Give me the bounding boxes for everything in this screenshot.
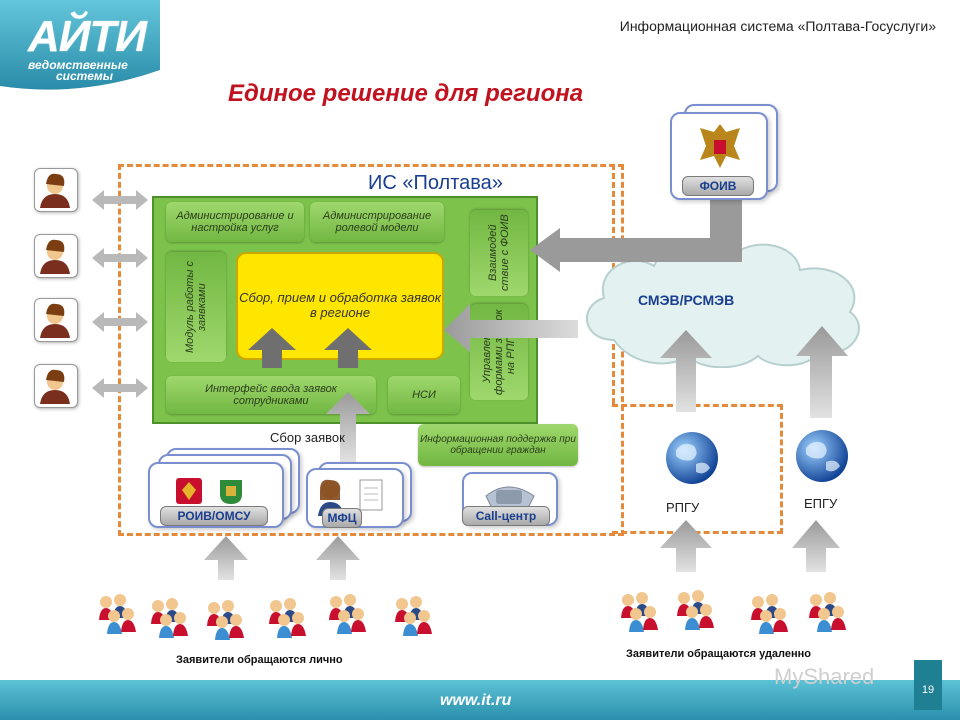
epgu-globe-icon	[796, 430, 848, 482]
phone-icon	[485, 486, 535, 509]
logo-background	[0, 0, 160, 90]
roiv-label: РОИВ/ОМСУ	[160, 506, 268, 526]
is-poltava-title: ИС «Полтава»	[368, 172, 503, 194]
system-title: Информационная система «Полтава-Госуслуг…	[619, 18, 936, 34]
callcenter-label: Call-центр	[462, 506, 550, 526]
foiv-label: ФОИВ	[682, 176, 754, 196]
coat-of-arms-icon	[700, 124, 740, 168]
smev-cloud	[586, 241, 860, 368]
footer-bar	[0, 680, 960, 720]
user-avatar-figures	[40, 173, 70, 404]
rpgu-globe-icon	[666, 432, 718, 484]
footer-url: www.it.ru	[440, 692, 512, 709]
slide-title: Единое решение для региона	[228, 80, 584, 107]
logo-subtitle-line-1: ведомственные	[28, 58, 128, 72]
logo-subtitle-line-2: системы	[56, 69, 113, 83]
admin-services-box: Администрирование и настройка услуг	[166, 202, 304, 242]
admin-roles-box: Администрирование ролевой модели	[310, 202, 444, 242]
smev-label: СМЭВ/РСМЭВ	[638, 292, 735, 308]
coat-of-arms-icon	[176, 478, 202, 504]
logo-subtitle: ведомственные системы	[28, 58, 128, 83]
watermark: MyShared	[774, 664, 875, 689]
applicants-personal-label: Заявители обращаются лично	[176, 654, 343, 666]
info-support-box: Информационная поддержка при обращении г…	[418, 424, 578, 466]
applicant-crowds	[99, 590, 846, 640]
document-icon	[359, 479, 383, 511]
page-number: 19	[914, 660, 942, 710]
logo-text: АЙТИ	[28, 12, 147, 61]
nsi-box: НСИ	[388, 376, 460, 414]
epgu-label: ЕПГУ	[804, 496, 838, 511]
regional-emblem-icon	[220, 480, 242, 504]
mfc-label: МФЦ	[322, 508, 362, 528]
rpgu-label: РПГУ	[666, 500, 700, 515]
collect-label: Сбор заявок	[270, 430, 345, 445]
applicants-remote-label: Заявители обращаются удаленно	[626, 648, 812, 660]
